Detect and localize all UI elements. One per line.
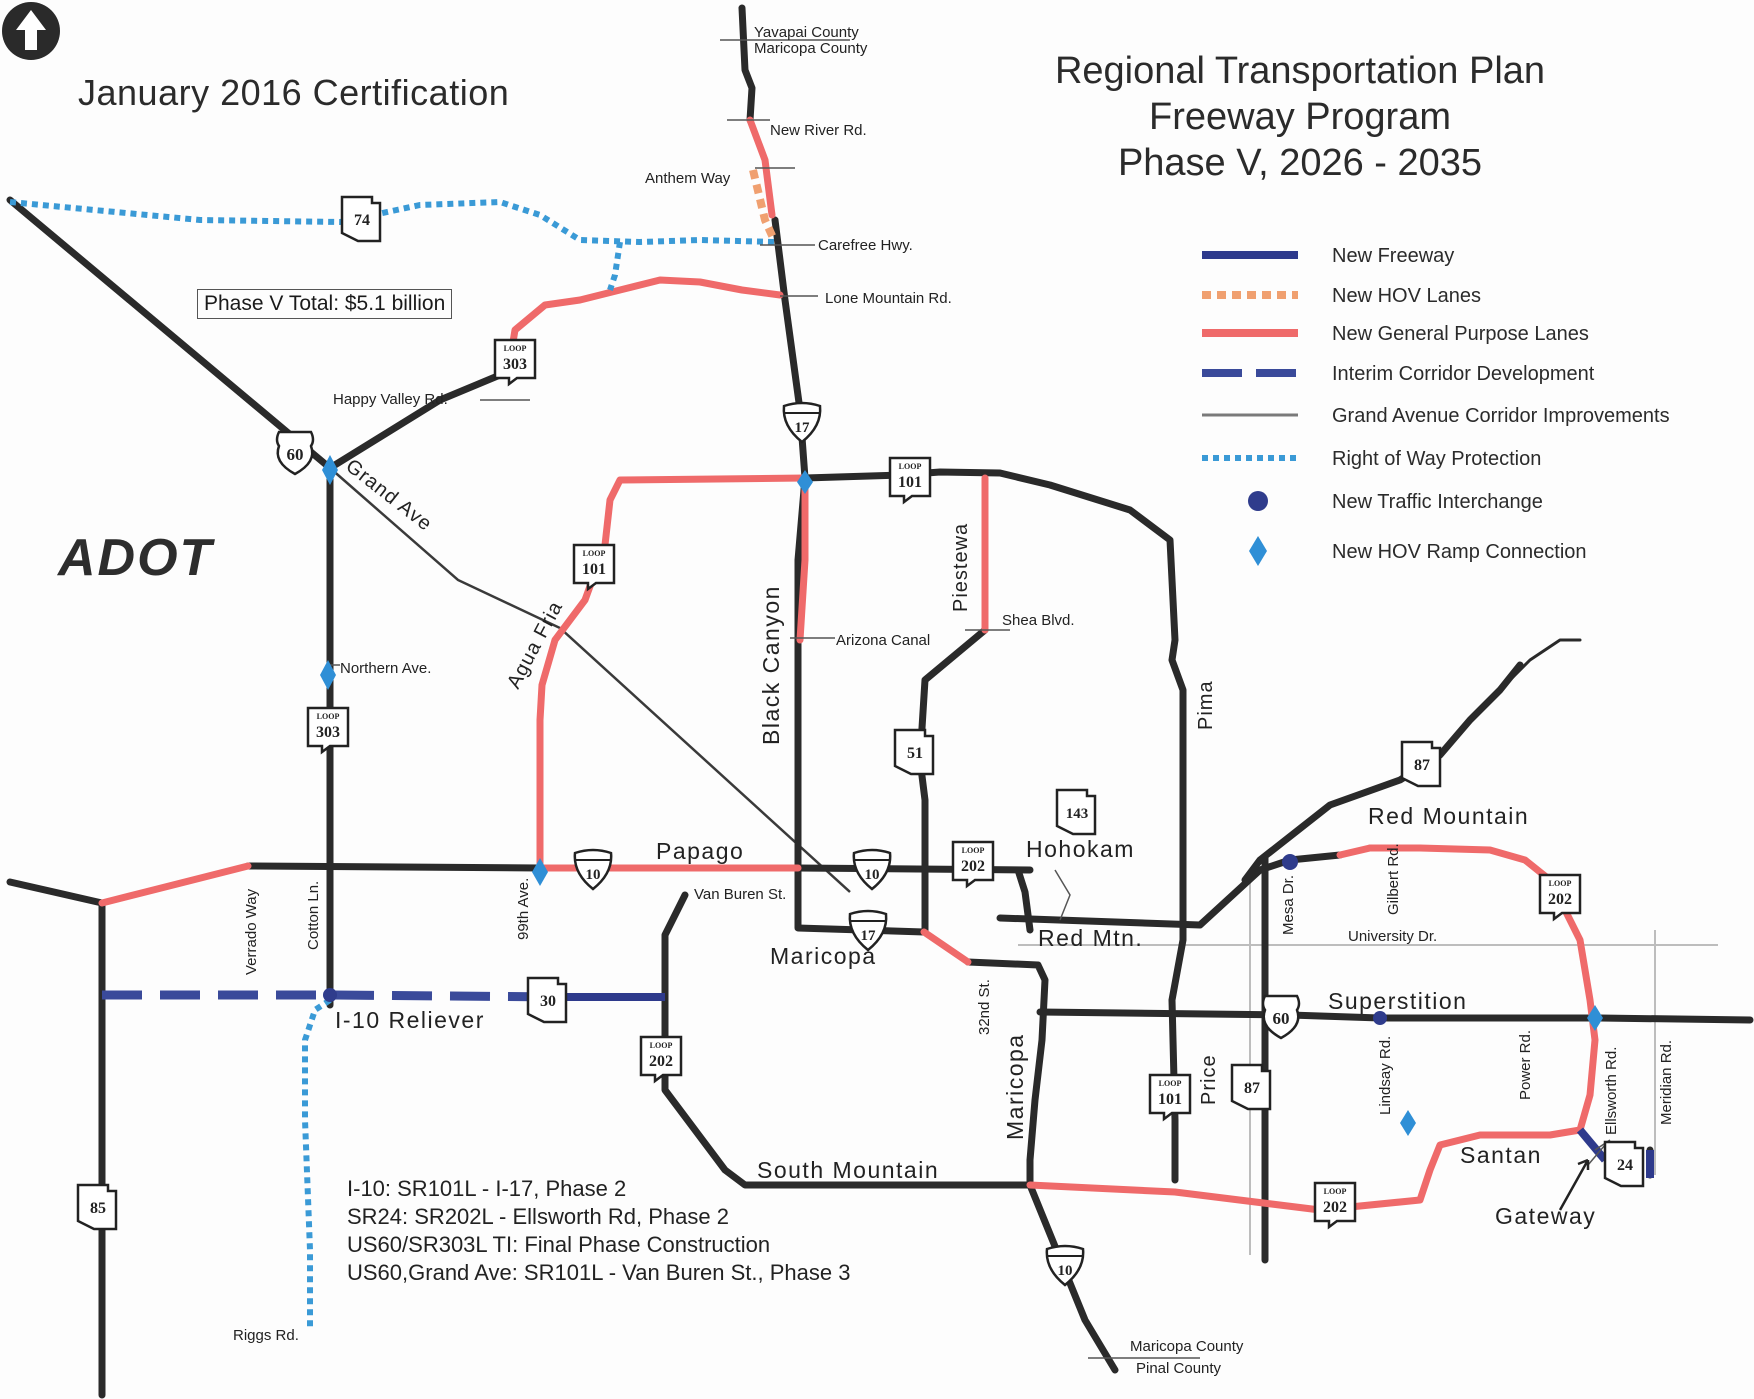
corridor-label: Maricopa <box>1002 1033 1028 1140</box>
street-label: Meridian Rd. <box>1658 1039 1675 1125</box>
new-general-purpose-swatch <box>1202 329 1298 337</box>
street-label: Carefree Hwy. <box>818 237 913 254</box>
corridor-label: Black Canyon <box>758 585 784 745</box>
new-hov-swatch <box>1202 291 1298 299</box>
new-freeway <box>560 993 1654 1178</box>
county-label: Yavapai County <box>754 24 859 41</box>
gateway-arrow <box>1558 1158 1590 1211</box>
legend-label: New HOV Lanes <box>1332 285 1481 307</box>
street-label: Happy Valley Rd. <box>333 391 448 408</box>
street-label: New River Rd. <box>770 122 867 139</box>
legend-label: New General Purpose Lanes <box>1332 323 1589 345</box>
phase-total: Phase V Total: $5.1 billion <box>197 289 453 319</box>
street-label: Ellsworth Rd. <box>1603 1046 1620 1135</box>
street-label: Power Rd. <box>1517 1029 1534 1100</box>
corridor-label: Papago <box>656 838 745 864</box>
existing-freeways <box>6 4 1754 1399</box>
note-line: US60,Grand Ave: SR101L - Van Buren St., … <box>347 1260 851 1285</box>
corridor-label: Pima <box>1195 680 1217 730</box>
corridor-label: Red Mountain <box>1368 803 1530 829</box>
street-label: Anthem Way <box>645 170 731 187</box>
corridor-label: Red Mtn. <box>1038 925 1144 951</box>
plan-title-line: Freeway Program <box>1149 96 1451 138</box>
new-general-purpose-lanes <box>98 116 1599 1214</box>
legend-label: Right of Way Protection <box>1332 448 1542 470</box>
legend-item-new-freeway: New Freeway <box>1200 240 1740 276</box>
plan-title-line: Regional Transportation Plan <box>1054 50 1546 92</box>
row-protection-swatch <box>1202 455 1298 461</box>
corridor-label: Piestewa <box>950 522 972 612</box>
row-protection <box>9 198 776 1330</box>
street-label: Riggs Rd. <box>233 1327 299 1344</box>
street-label: University Dr. <box>1348 928 1438 945</box>
north-arrow-icon <box>2 2 60 60</box>
street-label: Lone Mountain Rd. <box>825 290 952 307</box>
minor-streets <box>1018 872 1718 1255</box>
legend-item-grand-ave: Grand Avenue Corridor Improvements <box>1200 400 1740 436</box>
legend-item-row-protection: Right of Way Protection <box>1200 443 1740 479</box>
street-label: Lindsay Rd. <box>1377 1035 1394 1115</box>
legend-item-traffic-interchange: New Traffic Interchange <box>1200 486 1740 522</box>
corridor-label: Superstition <box>1328 988 1468 1014</box>
note-line: I-10: SR101L - I-17, Phase 2 <box>347 1176 627 1201</box>
certification-title: January 2016 Certification <box>78 72 510 113</box>
legend-item-hov-ramp: New HOV Ramp Connection <box>1200 536 1740 572</box>
street-label: Shea Blvd. <box>1002 612 1075 629</box>
county-lines <box>720 39 1200 1359</box>
plan-title-line: Phase V, 2026 - 2035 <box>1117 142 1483 184</box>
legend-item-new-general-purpose: New General Purpose Lanes <box>1200 318 1740 354</box>
corridor-label: South Mountain <box>757 1157 940 1183</box>
street-label: Arizona Canal <box>836 632 931 649</box>
traffic-interchange-swatch <box>1248 491 1268 511</box>
grand-ave-swatch <box>1202 413 1298 417</box>
county-label: Maricopa County <box>1130 1338 1244 1355</box>
legend-item-interim-corridor: Interim Corridor Development <box>1200 358 1740 394</box>
street-label: 32nd St. <box>976 979 993 1035</box>
note-line: SR24: SR202L - Ellsworth Rd, Phase 2 <box>347 1204 729 1229</box>
county-label: Pinal County <box>1136 1360 1222 1377</box>
county-label: Maricopa County <box>754 40 868 57</box>
legend-item-new-hov: New HOV Lanes <box>1200 280 1740 316</box>
traffic-interchange-markers <box>323 854 1387 1025</box>
adot-logo: ADOT <box>58 529 214 587</box>
note-line: US60/SR303L TI: Final Phase Construction <box>347 1232 771 1257</box>
street-label: Northern Ave. <box>340 660 432 677</box>
street-label: Cotton Ln. <box>305 880 322 950</box>
new-freeway-swatch <box>1202 251 1298 259</box>
corridor-label: I-10 Reliever <box>335 1007 485 1033</box>
street-label: Van Buren St. <box>694 886 787 903</box>
project-notes: I-10: SR101L - I-17, Phase 2 SR24: SR202… <box>347 1175 850 1287</box>
legend-label: Interim Corridor Development <box>1332 363 1595 385</box>
interim-corridor-swatch <box>1202 369 1298 377</box>
hov-ramp-markers <box>320 455 1603 1136</box>
corridor-label: Maricopa <box>770 943 877 969</box>
corridor-label: Gateway <box>1495 1203 1597 1229</box>
street-label: Verrado Way <box>243 888 260 975</box>
hov-ramp-swatch <box>1249 536 1267 566</box>
corridor-label: Hohokam <box>1026 836 1135 862</box>
new-hov-lanes <box>749 169 778 242</box>
grand-ave-corridor <box>329 467 851 893</box>
legend-label: Grand Avenue Corridor Improvements <box>1332 405 1670 427</box>
street-label: Gilbert Rd. <box>1385 843 1402 915</box>
street-label: 99th Ave. <box>515 877 532 940</box>
legend-label: New Traffic Interchange <box>1332 491 1543 513</box>
legend-label: New Freeway <box>1332 245 1455 267</box>
interim-corridor <box>102 990 561 1002</box>
corridor-label: Price <box>1198 1054 1220 1105</box>
legend-label: New HOV Ramp Connection <box>1332 541 1587 563</box>
street-label: Mesa Dr. <box>1280 874 1297 935</box>
plan-title: Regional Transportation Plan Freeway Pro… <box>990 48 1610 186</box>
corridor-label: Santan <box>1460 1142 1542 1168</box>
